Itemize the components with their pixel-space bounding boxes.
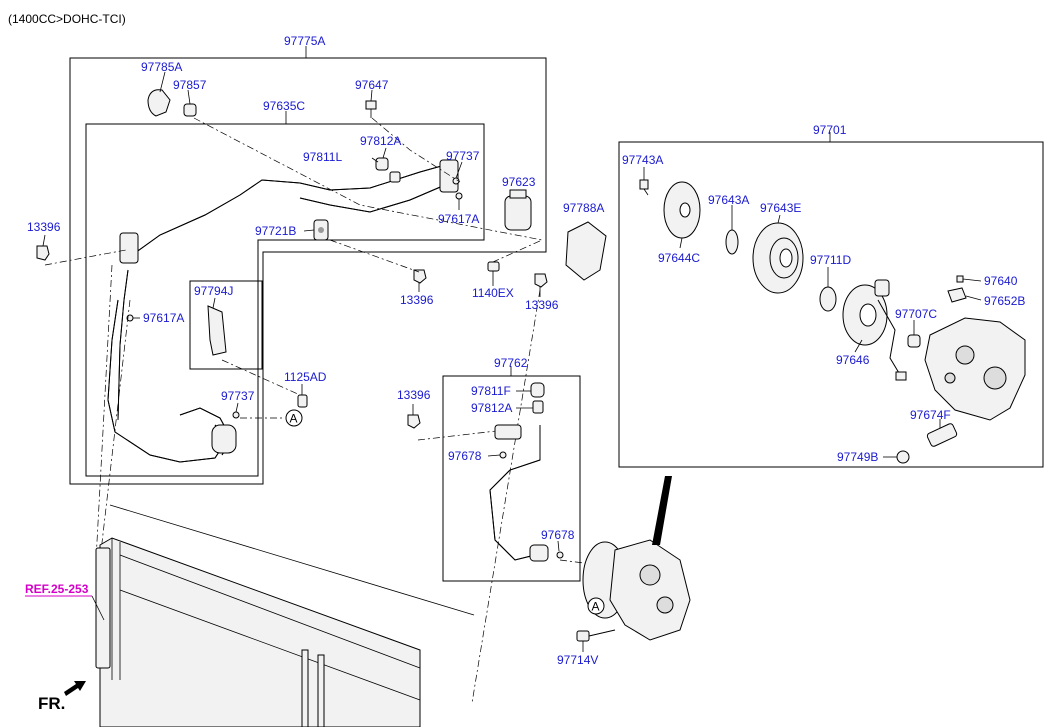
label-97646[interactable]: 97646 [836, 353, 870, 367]
label-97643E[interactable]: 97643E [760, 201, 801, 215]
engine-spec-header: (1400CC>DOHC-TCI) [8, 12, 126, 26]
label-97762[interactable]: 97762 [494, 356, 528, 370]
label-13396-right[interactable]: 13396 [525, 298, 559, 312]
label-97721B[interactable]: 97721B [255, 224, 296, 238]
compressor-body [924, 317, 1026, 421]
shim-97643A [725, 229, 739, 255]
label-97749B[interactable]: 97749B [837, 450, 878, 464]
label-97737-top[interactable]: 97737 [446, 149, 480, 163]
label-97714V[interactable]: 97714V [557, 653, 598, 667]
oring-97617A-right [455, 192, 463, 200]
label-13396-left[interactable]: 13396 [27, 220, 61, 234]
leaders-right [643, 167, 982, 458]
callout-A-right: A [587, 597, 605, 615]
arrow-icon [64, 681, 86, 696]
dashed-centerlines [44, 117, 621, 704]
suction-hose [489, 424, 549, 562]
label-1140EX[interactable]: 1140EX [472, 286, 514, 300]
label-97701[interactable]: 97701 [813, 123, 847, 137]
valve-97812A-top [389, 171, 401, 183]
bolt-97640 [956, 275, 964, 283]
leaders-middle [412, 390, 560, 552]
hub-97644C [663, 181, 701, 239]
ref-link-text[interactable]: REF.25-253 [25, 582, 89, 596]
label-97743A[interactable]: 97743A [622, 153, 663, 167]
part-labels: 97775A 97785A 97857 97647 97635C 97812A … [27, 34, 1025, 667]
bolt-97714V [576, 629, 616, 652]
front-label: FR. [38, 694, 65, 713]
bracket-97652B [947, 287, 967, 303]
cap-97811F [530, 382, 545, 398]
label-13396-mid[interactable]: 13396 [400, 293, 434, 307]
label-97647[interactable]: 97647 [355, 78, 389, 92]
oring-97749B [896, 450, 910, 464]
leaders-left [42, 71, 541, 413]
condenser [95, 504, 475, 727]
oring-97737-bottom [232, 411, 240, 419]
label-97857[interactable]: 97857 [173, 78, 207, 92]
oring-97678-right [556, 551, 564, 559]
callout-A-left: A [285, 409, 303, 427]
nut-13396-right [534, 273, 548, 288]
bracket-box [189, 280, 263, 370]
label-97640[interactable]: 97640 [984, 274, 1018, 288]
bolt-1140EX [487, 261, 500, 272]
label-1125AD[interactable]: 1125AD [284, 370, 327, 384]
label-97788A[interactable]: 97788A [563, 201, 604, 215]
receiver-97623 [504, 189, 532, 231]
callout-A-left-text: A [290, 412, 298, 426]
label-97737-bottom[interactable]: 97737 [221, 389, 255, 403]
coil-97646 [842, 279, 907, 381]
label-97643A[interactable]: 97643A [708, 193, 749, 207]
label-97794J[interactable]: 97794J [194, 284, 233, 298]
nut-97707C [907, 334, 921, 348]
label-97617A-left[interactable]: 97617A [143, 311, 184, 325]
nut-13396-lower [407, 414, 421, 429]
compressor-parts-box [618, 141, 1044, 468]
label-97678-left[interactable]: 97678 [448, 449, 482, 463]
nut-13396-left [36, 245, 50, 261]
snap-ring-97711D [819, 286, 837, 312]
bolt-97743A [639, 179, 649, 196]
label-97635C[interactable]: 97635C [263, 99, 305, 113]
bolt-97647 [365, 100, 377, 118]
discharge-hose-box [85, 123, 485, 477]
label-97812A-lower[interactable]: 97812A [471, 401, 512, 415]
valve-97812A-lower [532, 400, 544, 414]
bracket-97794J [207, 305, 227, 356]
hose-assembly-box [69, 57, 547, 485]
ref-link[interactable]: REF.25-253 [25, 582, 105, 621]
clip-97785A [147, 89, 171, 117]
pulley-97643E [752, 222, 804, 294]
sensor-97721B [313, 219, 329, 241]
label-97623[interactable]: 97623 [502, 175, 536, 189]
cover-97788A [565, 221, 607, 281]
label-13396-lower[interactable]: 13396 [397, 388, 431, 402]
label-97812A-top[interactable]: 97812A [360, 134, 401, 148]
nut-13396-mid [413, 269, 427, 284]
label-97811F[interactable]: 97811F [471, 384, 511, 398]
cap-97857 [183, 103, 197, 117]
label-97711D[interactable]: 97711D [810, 253, 851, 267]
label-97652B[interactable]: 97652B [984, 294, 1025, 308]
callout-A-right-text: A [592, 600, 600, 614]
label-97785A[interactable]: 97785A [141, 60, 182, 74]
cap-97811L [375, 157, 389, 171]
label-97644C[interactable]: 97644C [658, 251, 700, 265]
label-97617A-right[interactable]: 97617A [438, 212, 479, 226]
label-97678-right[interactable]: 97678 [541, 528, 575, 542]
compressor-lower [582, 476, 691, 641]
suction-hose-box [442, 375, 581, 582]
front-arrow: FR. [38, 681, 86, 713]
oring-97678-left [499, 451, 507, 459]
valve-97674F [926, 423, 958, 447]
label-97811L[interactable]: 97811L [303, 150, 342, 164]
label-97707C[interactable]: 97707C [895, 307, 937, 321]
label-97674F[interactable]: 97674F [910, 408, 951, 422]
label-97775A[interactable]: 97775A [284, 34, 325, 48]
bolt-1125AD [297, 394, 308, 408]
